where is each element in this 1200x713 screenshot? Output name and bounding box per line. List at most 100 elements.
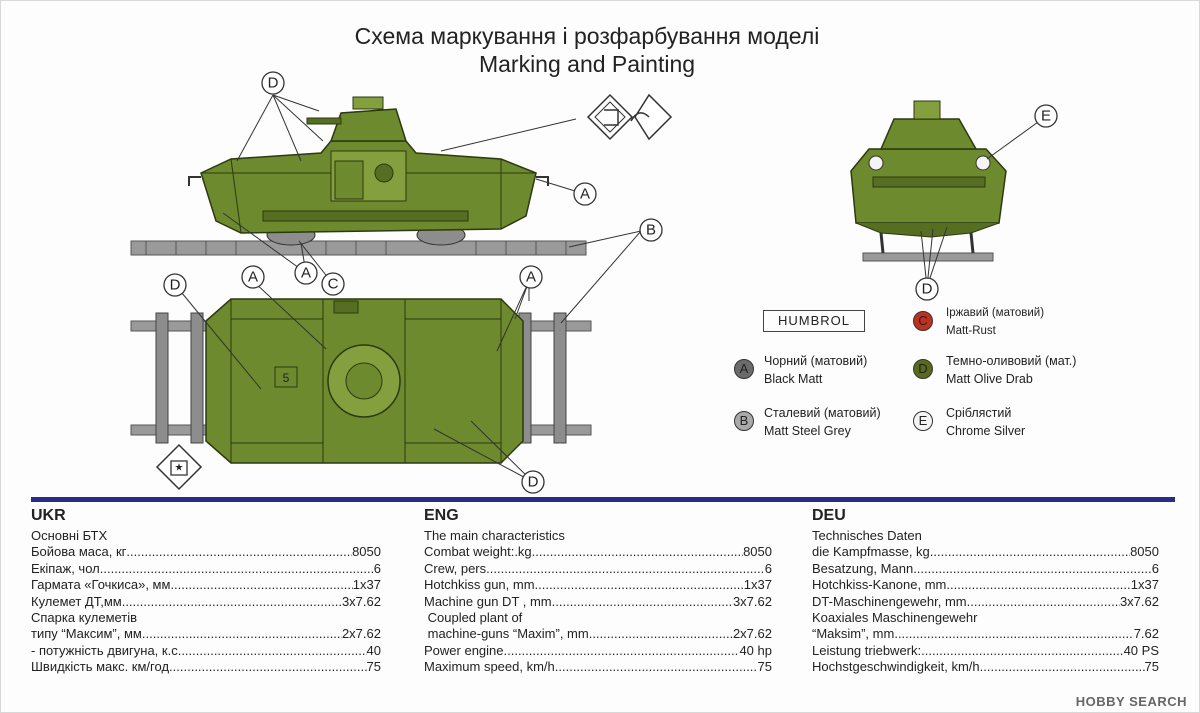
svg-text:A: A (301, 265, 311, 282)
svg-text:★: ★ (175, 463, 184, 474)
callout-bubbles: D A B A C A D A D E D (163, 71, 1058, 494)
spec-leader-dots (532, 544, 743, 560)
side-rail (130, 240, 587, 256)
svg-text:E: E (1041, 108, 1051, 125)
spec-row: DT-Maschinengewehr, mm3x7.62 (812, 594, 1159, 610)
spec-leader-dots (930, 544, 1130, 560)
side-view-drawing (130, 96, 587, 256)
callout-d: D (521, 470, 545, 494)
spec-row: Besatzung, Mann6 (812, 561, 1159, 577)
spec-value: 1x37 (352, 577, 381, 593)
spec-value: 2x7.62 (341, 626, 381, 642)
spec-leader-dots (122, 594, 342, 610)
spec-label: Екіпаж, чол (31, 560, 100, 576)
spec-value: 40 hp (739, 642, 772, 658)
svg-text:D: D (170, 277, 181, 294)
spec-value: 3x7.62 (732, 593, 772, 609)
spec-leader-dots (535, 577, 744, 593)
turret-number: 5 (283, 371, 290, 385)
spec-label: Кулемет ДТ,мм (31, 593, 122, 609)
callout-a: A (519, 265, 543, 289)
spec-row: Crew, pers6 (424, 561, 772, 577)
spec-value: 40 (366, 642, 381, 658)
title-ukrainian: Схема маркування і розфарбування моделі (354, 23, 820, 49)
spec-leader-dots (504, 643, 740, 659)
paint-swatch-c: C (913, 311, 933, 331)
top-view-drawing: 5 (130, 298, 592, 464)
insignia-diamonds: ★ (155, 93, 673, 491)
spec-leader-dots (486, 561, 765, 577)
spec-value: 1x37 (1130, 577, 1159, 593)
spec-label: Combat weight:.kg (424, 544, 532, 560)
spec-label: - потужність двигуна, к.с (31, 642, 178, 658)
spec-label: Гармата «Гочкиса», мм (31, 577, 171, 593)
spec-label: die Kampfmasse, kg (812, 544, 930, 560)
spec-leader-dots (142, 626, 342, 642)
paint-entry-d: Темно-оливовий (мат.) Matt Olive Drab (946, 354, 1077, 386)
spec-label: “Maksim”, mm (812, 626, 895, 642)
spec-leader-dots (552, 594, 733, 610)
spec-row: Спарка кулеметів (31, 610, 381, 626)
callout-a: A (573, 182, 597, 206)
spec-label: DT-Maschinengewehr, mm (812, 593, 967, 609)
spec-value: 3x7.62 (341, 593, 381, 609)
spec-value: 2x7.62 (732, 626, 772, 642)
spec-row: Coupled plant of (424, 610, 772, 626)
svg-text:A: A (580, 186, 590, 203)
spec-value: 40 PS (1123, 642, 1159, 658)
section-divider (31, 497, 1175, 502)
paint-swatch-b: B (734, 411, 754, 431)
spec-row: Hochstgeschwindigkeit, km/h75 (812, 659, 1159, 675)
spec-value: 8050 (743, 544, 772, 560)
front-view-drawing (850, 100, 1007, 262)
spec-row: - потужність двигуна, к.с 40 (31, 643, 381, 659)
spec-leader-dots (967, 594, 1120, 610)
svg-text:D: D (528, 474, 539, 491)
spec-label: Maximum speed, km/h (424, 659, 555, 675)
spec-label: Crew, pers (424, 560, 487, 576)
spec-leader-dots (589, 626, 733, 642)
spec-row: Бойова маса, кг8050 (31, 544, 381, 560)
spec-label: Швидкість макс. км/год (31, 659, 170, 675)
spec-leader-dots (946, 577, 1130, 593)
spec-row: Leistung triebwerk:40 PS (812, 643, 1159, 659)
spec-heading: Основні БТХ (31, 528, 108, 543)
spec-language-code: UKR (31, 507, 66, 524)
paint-entry-e: Сріблястий Chrome Silver (946, 406, 1026, 438)
spec-row: die Kampfmasse, kg8050 (812, 544, 1159, 560)
svg-text:A: A (526, 269, 536, 286)
leader-lines (176, 94, 1046, 483)
hobby-search-watermark: HOBBY SEARCH (1075, 694, 1187, 709)
spec-row: Koaxiales Maschinengewehr (812, 610, 1159, 626)
paint-entry-c: Іржавий (матовий) Matt-Rust (946, 307, 1045, 337)
spec-label: Coupled plant of (424, 609, 523, 625)
paint-swatch-d: D (913, 359, 933, 379)
spec-label: Power engine (424, 642, 504, 658)
spec-row: Швидкість макс. км/год75 (31, 659, 381, 675)
spec-row: Гармата «Гочкиса», мм 1x37 (31, 577, 381, 593)
spec-label: Besatzung, Mann (812, 560, 914, 576)
spec-label: типу “Максим”, мм (31, 626, 142, 642)
callout-a: A (294, 261, 318, 285)
callout-b: B (639, 218, 663, 242)
paint-swatch-a: A (734, 359, 754, 379)
spec-label: Koaxiales Maschinengewehr (812, 609, 978, 625)
spec-heading: The main characteristics (424, 528, 565, 543)
svg-text:D: D (922, 281, 933, 298)
spec-leader-dots (894, 626, 1133, 642)
spec-value: 1x37 (743, 577, 772, 593)
spec-leader-dots (980, 659, 1145, 675)
spec-row: Кулемет ДТ,мм 3x7.62 (31, 594, 381, 610)
spec-row: Hotchkiss gun, mm1x37 (424, 577, 772, 593)
svg-text:C: C (328, 276, 339, 293)
spec-value: 8050 (352, 544, 381, 560)
callout-d: D (915, 277, 939, 301)
callout-a: A (241, 265, 265, 289)
title-english: Marking and Painting (478, 51, 696, 77)
spec-leader-dots (921, 643, 1123, 659)
spec-leader-dots (555, 659, 758, 675)
spec-language-code: ENG (424, 507, 459, 524)
